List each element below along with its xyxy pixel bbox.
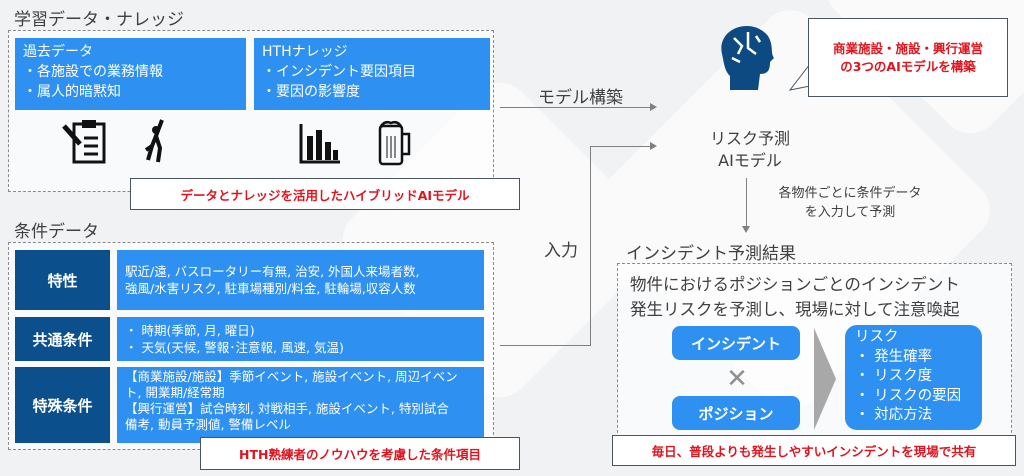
predict-label-line: を入力して予測	[804, 205, 896, 220]
result-desc-line: 物件におけるポジションごとのインシデント	[630, 275, 960, 294]
input-arrow	[590, 146, 591, 346]
ai-brain-head-icon	[721, 25, 774, 91]
hth-knowledge-box: HTHナレッジ ・インシデント要因項目 ・要因の影響度	[254, 38, 490, 110]
model-name: リスク予測 AIモデル	[690, 128, 810, 172]
condition-values: 駅近/遠, バスロータリー有無, 治安, 外国人来場者数, 強風/水害リスク, …	[117, 250, 484, 310]
result-title: インシデント予測結果	[626, 244, 796, 264]
risk-box: リスク ・ 発生確率 ・ リスク度 ・ リスクの要因 ・ 対応方法	[845, 325, 982, 430]
predict-arrow	[746, 178, 747, 226]
model-callout: 商業施設・施設・興行運営 の3つのAIモデルを構築	[808, 18, 1008, 97]
conditions-title: 条件データ	[14, 222, 99, 242]
know-how-callout: HTH熟練者のノウハウを考慮した条件項目	[200, 437, 520, 470]
model-callout-line: 商業施設・施設・興行運営	[832, 40, 983, 56]
risk-item: ・ 発生確率	[855, 348, 933, 365]
model-build-label: モデル構築	[538, 88, 623, 108]
build-arrow	[500, 107, 650, 108]
input-label: 入力	[544, 241, 578, 261]
condition-values: ・ 時期(季節, 月, 曜日) ・ 天気(天候, 警報･注意報, 風速, 気温)	[117, 317, 484, 361]
learning-title: 学習データ・ナレッジ	[14, 10, 184, 30]
risk-item: ・ 対応方法	[855, 407, 933, 423]
beer-mug-icon	[378, 120, 411, 166]
incident-box: インシデント	[672, 326, 800, 360]
result-description: 物件におけるポジションごとのインシデント 発生リスクを予測し、現場に対して注意喚…	[630, 272, 960, 322]
condition-line: ・ 時期(季節, 月, 曜日)	[125, 323, 255, 338]
share-callout: 毎日、普段よりも発生しやすいインシデントを現場で共有	[612, 435, 1016, 466]
arrow-head	[650, 103, 657, 111]
past-data-item: ・各施設での業務情報	[23, 64, 163, 80]
condition-line: 強風/水害リスク, 駐車場種別/料金, 駐輪場,収容人数	[125, 281, 416, 296]
hth-knowledge-item: ・インシデント要因項目	[262, 64, 416, 80]
model-name-line: AIモデル	[718, 151, 782, 170]
predict-label-line: 各物件ごとに条件データ	[778, 186, 922, 201]
hybrid-ai-callout: データとナレッジを活用したハイブリッドAIモデル	[130, 178, 520, 210]
model-callout-line: の3つのAIモデルを構築	[840, 58, 976, 74]
condition-line: 【商業施設/施設】季節イベント, 施設イベント, 周辺イベン	[125, 369, 458, 384]
risk-item: ・ リスク度	[855, 368, 933, 384]
condition-line: 【興行運営】試合時刻, 対戦相手, 施設イベント, 特別試合	[125, 401, 449, 416]
risk-title: リスク	[855, 329, 899, 345]
times-icon: ✕	[726, 364, 748, 394]
condition-line: 駅近/遠, バスロータリー有無, 治安, 外国人来場者数,	[125, 264, 420, 279]
arrow-head	[650, 142, 657, 150]
input-arrow	[590, 146, 650, 147]
position-box: ポジション	[672, 396, 800, 430]
condition-line: 備考, 動員予測値, 警備レベル	[125, 417, 291, 432]
condition-label: 特性	[15, 250, 110, 310]
risk-item: ・ リスクの要因	[855, 387, 962, 404]
condition-label: 共通条件	[15, 317, 110, 361]
bar-chart-icon	[299, 124, 340, 164]
hth-knowledge-title: HTHナレッジ	[262, 44, 348, 60]
condition-label: 特殊条件	[15, 367, 110, 443]
input-arrow	[500, 345, 591, 346]
condition-line: ト, 開業期/経常期	[125, 385, 225, 400]
condition-line: ・ 天気(天候, 警報･注意報, 風速, 気温)	[125, 340, 344, 355]
past-data-box: 過去データ ・各施設での業務情報 ・属人的暗黙知	[15, 38, 246, 110]
condition-values: 【商業施設/施設】季節イベント, 施設イベント, 周辺イベン ト, 開業期/経常…	[117, 367, 484, 443]
chevron-right-icon	[814, 328, 836, 430]
runner-icon	[144, 119, 164, 163]
predict-label: 各物件ごとに条件データ を入力して予測	[760, 184, 940, 222]
hth-knowledge-item: ・要因の影響度	[262, 84, 360, 100]
clipboard-icon	[62, 120, 106, 164]
result-desc-line: 発生リスクを予測し、現場に対して注意喚起	[630, 300, 960, 319]
past-data-item: ・属人的暗黙知	[23, 84, 121, 100]
past-data-title: 過去データ	[23, 44, 93, 60]
arrow-head	[742, 226, 750, 233]
model-name-line: リスク予測	[709, 129, 790, 148]
callout-pointer	[788, 63, 811, 91]
